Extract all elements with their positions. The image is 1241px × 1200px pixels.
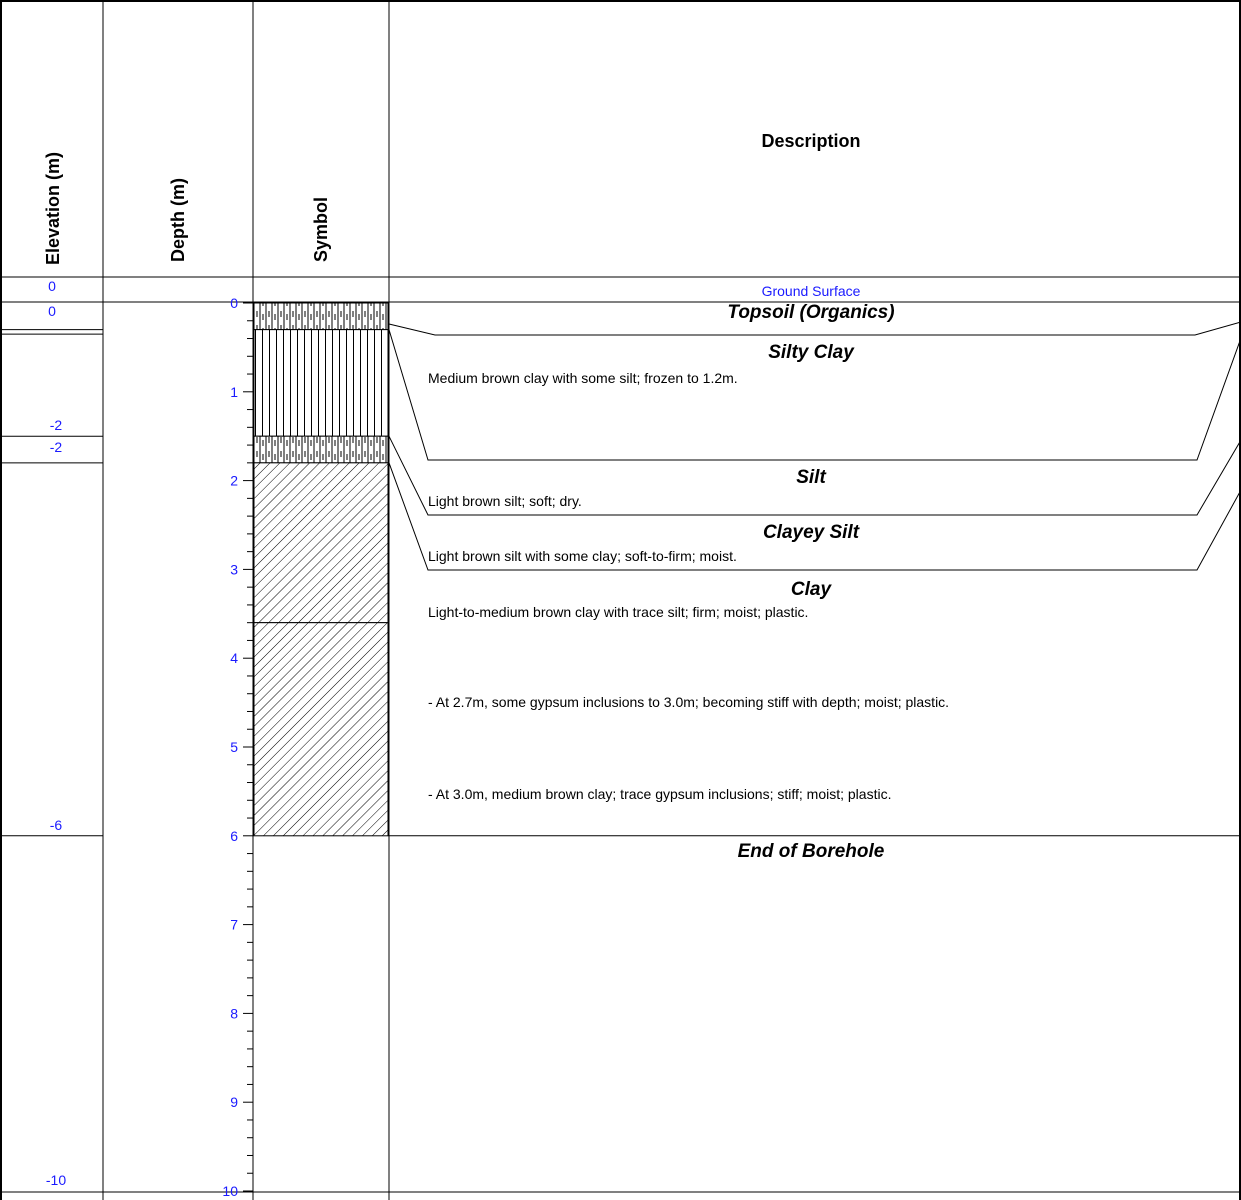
depth-tick-label-2: 2 — [230, 473, 238, 489]
symbol-column — [253, 302, 389, 837]
depth-tick-label-6: 6 — [230, 828, 238, 844]
layer-connector-2 — [388, 435, 1241, 516]
depth-axis: 0 1 2 3 4 5 6 7 8 9 10 — [222, 295, 253, 1199]
layer-description-line: Medium brown clay with some silt; frozen… — [428, 370, 738, 386]
elevation-column: -2 -2 -6 -10 — [0, 329, 103, 1188]
elevation-header: Elevation (m) — [43, 152, 63, 265]
depth-tick-label-3: 3 — [230, 561, 238, 577]
layer-symbol-0 — [253, 302, 389, 331]
ground-surface-label: Ground Surface — [762, 283, 861, 299]
layer-description-line: - At 3.0m, medium brown clay; trace gyps… — [428, 786, 891, 802]
layer-title-2: Silt — [796, 467, 826, 488]
topsoil-connector — [388, 321, 1241, 336]
ground-surface-elevation: 0 — [48, 278, 56, 294]
layer-description-line: Light brown silt with some clay; soft-to… — [428, 548, 737, 564]
top-elevation-label: 0 — [48, 303, 56, 319]
depth-tick-label-7: 7 — [230, 917, 238, 933]
layer-description-line: - At 2.7m, some gypsum inclusions to 3.0… — [428, 694, 949, 710]
description-header: Description — [761, 131, 860, 151]
layer-title-3: Clayey Silt — [763, 522, 860, 543]
layer-description-line: Light-to-medium brown clay with trace si… — [428, 604, 808, 620]
depth-header: Depth (m) — [168, 178, 188, 262]
depth-tick-label-5: 5 — [230, 739, 238, 755]
depth-tick-label-8: 8 — [230, 1005, 238, 1021]
layer-symbol-1 — [253, 329, 389, 437]
depth-tick-label-4: 4 — [230, 650, 238, 666]
elevation-label-3: -10 — [46, 1172, 66, 1188]
depth-tick-label-10: 10 — [222, 1183, 238, 1199]
layer-title-0: Topsoil (Organics) — [727, 302, 894, 323]
layer-symbol-2 — [253, 435, 389, 464]
layer-connector-3 — [388, 462, 1241, 571]
elevation-label-0: -2 — [50, 417, 63, 433]
depth-tick-label-0: 0 — [230, 295, 238, 311]
symbol-header: Symbol — [311, 197, 331, 262]
layer-title-4: Clay — [791, 579, 833, 600]
layer-description-line: Light brown silt; soft; dry. — [428, 493, 582, 509]
end-of-borehole-label: End of Borehole — [738, 841, 885, 862]
layer-symbol-3 — [253, 462, 389, 624]
layer-title-1: Silty Clay — [768, 342, 855, 363]
elevation-label-1: -2 — [50, 439, 63, 455]
layer-connector-1 — [388, 329, 1241, 461]
layer-symbol-4 — [253, 622, 389, 837]
depth-tick-label-1: 1 — [230, 384, 238, 400]
depth-tick-label-9: 9 — [230, 1094, 238, 1110]
elevation-label-2: -6 — [50, 817, 63, 833]
